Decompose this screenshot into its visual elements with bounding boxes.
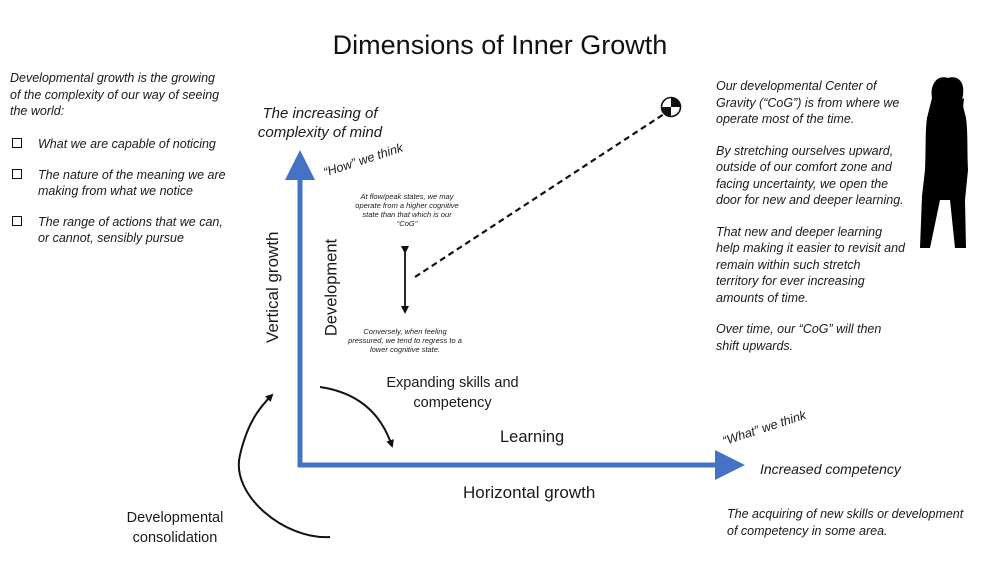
list-item: The range of actions that we can, or can… <box>12 214 227 247</box>
developmental-consolidation-label: Developmental consolidation <box>126 510 224 546</box>
competency-note: The acquiring of new skills or developme… <box>727 507 964 538</box>
vertical-axis-top-label: The increasing of complexity of mind <box>257 105 383 141</box>
right-panel: Our developmental Center of Gravity (“Co… <box>716 78 906 369</box>
right-paragraph: By stretching ourselves upward, outside … <box>716 143 904 208</box>
learning-label: Learning <box>500 428 565 446</box>
checkbox-bullet-icon <box>12 215 22 226</box>
increased-competency-label: Increased competency <box>760 461 901 477</box>
right-paragraph: That new and deeper learning help making… <box>716 224 905 305</box>
left-intro-text: Developmental growth is the growing of t… <box>10 71 220 118</box>
regression-note: Conversely, when feeling pressured, we t… <box>348 327 462 354</box>
right-paragraph: Over time, our “CoG” will then shift upw… <box>716 322 882 353</box>
expanding-skills-label: Expanding skills and competency <box>386 375 519 411</box>
right-paragraph: Our developmental Center of Gravity (“Co… <box>716 79 900 126</box>
consolidation-cycle-arrow <box>237 393 331 539</box>
development-label: Development <box>322 238 341 337</box>
expanding-cycle-arrow <box>319 386 394 448</box>
horizontal-growth-label: Horizontal growth <box>463 483 596 502</box>
list-item: The nature of the meaning we are making … <box>12 167 227 200</box>
center-of-gravity-symbol <box>660 96 682 118</box>
vertical-growth-label: Vertical growth <box>263 231 282 344</box>
page-title: Dimensions of Inner Growth <box>332 30 668 60</box>
checkbox-bullet-icon <box>12 138 22 148</box>
left-bullet-list: What we are capable of noticing The natu… <box>12 136 227 261</box>
checkbox-bullet-icon <box>12 168 22 179</box>
list-item: What we are capable of noticing <box>12 136 227 153</box>
person-silhouette-icon <box>920 77 968 248</box>
peak-state-note: At flow/peak states, we may operate from… <box>355 192 459 228</box>
